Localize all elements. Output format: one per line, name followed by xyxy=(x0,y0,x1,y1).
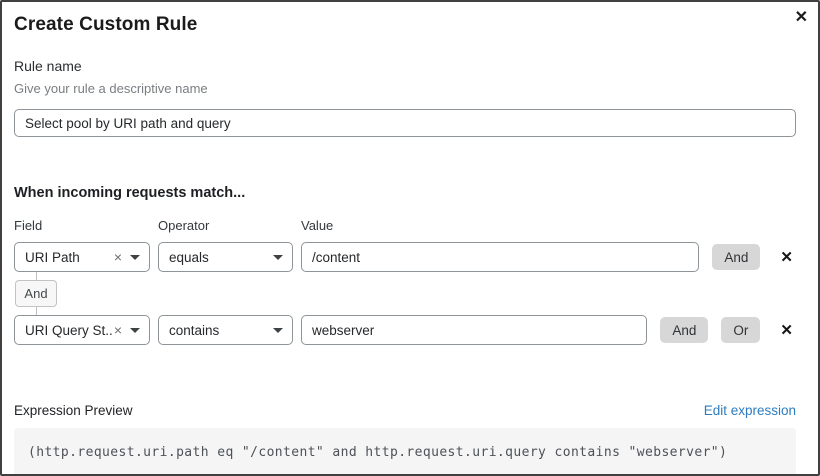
condition-column-labels: Field Operator Value xyxy=(14,218,796,233)
chevron-down-icon xyxy=(130,254,140,260)
add-or-condition-button[interactable]: Or xyxy=(721,317,761,343)
field-select[interactable]: URI Path × xyxy=(14,242,150,272)
expression-code: (http.request.uri.path eq "/content" and… xyxy=(14,428,796,474)
rule-name-label: Rule name xyxy=(14,58,82,74)
condition-row: URI Path × equals And ✕ xyxy=(14,242,796,272)
expression-preview-header: Expression Preview Edit expression xyxy=(14,403,796,418)
rule-name-input[interactable] xyxy=(14,109,796,137)
connector-line xyxy=(35,272,37,280)
edit-expression-link[interactable]: Edit expression xyxy=(703,403,796,418)
operator-select[interactable]: contains xyxy=(158,315,293,345)
field-select-value: URI Path xyxy=(25,249,80,265)
clear-icon[interactable]: × xyxy=(113,249,122,265)
match-heading: When incoming requests match... xyxy=(14,185,246,201)
value-column-label: Value xyxy=(301,218,334,233)
condition-row: URI Query St... × contains And Or ✕ xyxy=(14,315,796,345)
remove-condition-icon[interactable]: ✕ xyxy=(780,248,793,266)
chevron-down-icon xyxy=(130,327,140,333)
operator-column-label: Operator xyxy=(158,218,210,233)
expression-preview-label: Expression Preview xyxy=(14,403,133,418)
value-input[interactable] xyxy=(301,242,700,272)
remove-condition-icon[interactable]: ✕ xyxy=(780,321,793,339)
rule-name-hint: Give your rule a descriptive name xyxy=(14,81,208,96)
connector-line xyxy=(35,307,37,315)
field-select-value: URI Query St... xyxy=(25,322,114,338)
close-icon[interactable]: ✕ xyxy=(794,9,808,26)
clear-icon[interactable]: × xyxy=(113,322,122,338)
field-column-label: Field xyxy=(14,218,43,233)
chevron-down-icon xyxy=(273,327,283,333)
value-input[interactable] xyxy=(301,315,648,345)
operator-select[interactable]: equals xyxy=(158,242,293,272)
and-connector-badge: And xyxy=(15,280,57,307)
add-and-condition-button[interactable]: And xyxy=(712,244,761,270)
operator-select-value: equals xyxy=(169,249,209,265)
and-connector: And xyxy=(15,272,57,315)
field-select[interactable]: URI Query St... × xyxy=(14,315,150,345)
add-and-condition-button[interactable]: And xyxy=(660,317,709,343)
chevron-down-icon xyxy=(273,254,283,260)
operator-select-value: contains xyxy=(169,322,220,338)
dialog-title: Create Custom Rule xyxy=(14,14,198,35)
